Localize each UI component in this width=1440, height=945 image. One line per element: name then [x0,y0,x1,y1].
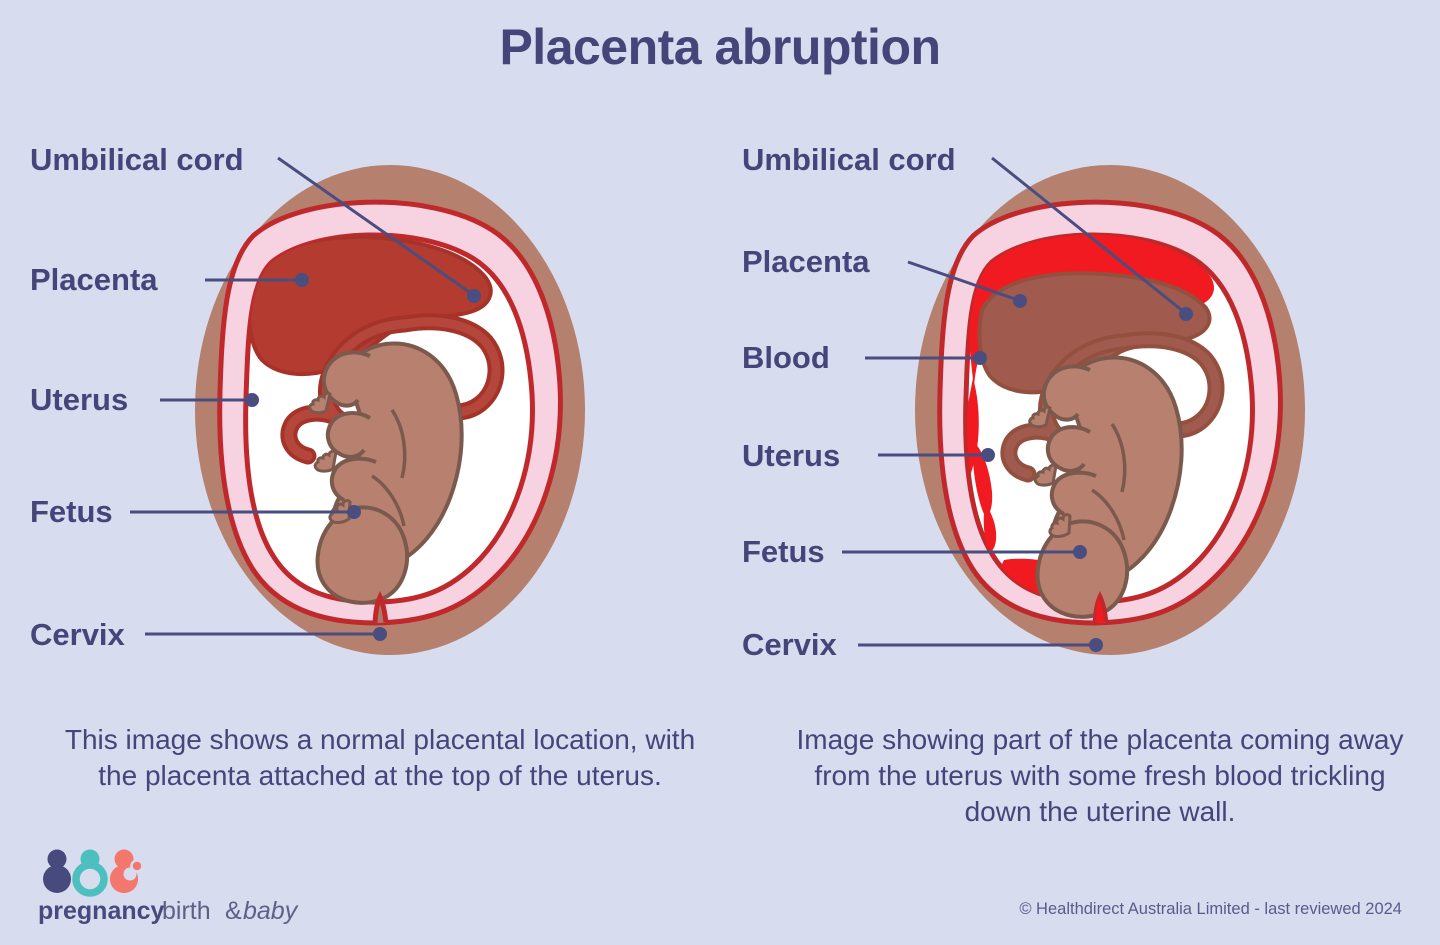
logo-figure-salmon-icon [110,849,144,893]
brand-logo[interactable]: pregnancy birth & baby [38,847,368,927]
label-uterus: Uterus [742,438,840,473]
label-fetus: Fetus [742,534,825,569]
logo-word-baby: baby [243,897,299,925]
leader-dot-placenta [1013,294,1027,308]
leader-dot-fetus [1073,545,1087,559]
logo-word-pregnancy: pregnancy [38,897,165,925]
label-blood: Blood [742,340,830,375]
leader-dot-umbilical-cord [467,289,481,303]
label-umbilical-cord: Umbilical cord [30,142,244,177]
leader-umbilical-cord [991,156,1185,314]
leader-placenta [907,260,1019,302]
cervix-shape [1092,591,1110,624]
blood-cervical [1096,598,1105,624]
leader-dot-fetus [347,505,361,519]
label-umbilical-cord: Umbilical cord [742,142,956,177]
fetus-shape [1028,355,1184,619]
label-cervix: Cervix [30,617,126,652]
label-fetus: Fetus [30,494,113,529]
logo-word-amp: & [225,897,242,925]
logo-figure-navy-icon [43,849,71,893]
leader-dot-cervix [1089,638,1103,652]
logo-word-birth: birth [162,897,211,925]
blood-retroplacental [968,234,1214,386]
leader-dot-uterus [245,393,259,407]
copyright-notice: © Healthdirect Australia Limited - last … [1019,900,1402,918]
leader-dot-blood [973,351,987,365]
placental-abruption-diagram: Umbilical cord Placenta Blood Uterus Fet… [720,110,1440,690]
label-placenta: Placenta [742,244,870,279]
label-group: Umbilical cord Placenta Uterus Fetus Cer… [30,142,481,652]
leader-dot-placenta [295,273,309,287]
cervix-shape [372,591,390,624]
label-cervix: Cervix [742,627,838,662]
leader-dot-uterus [981,448,995,462]
leader-umbilical-cord [277,156,473,296]
label-uterus: Uterus [30,382,128,417]
leader-dot-cervix [373,627,387,641]
label-placenta: Placenta [30,262,158,297]
caption-normal: This image shows a normal placental loca… [64,724,696,791]
page-title: Placenta abruption [499,19,941,75]
normal-placenta-diagram: Umbilical cord Placenta Uterus Fetus Cer… [0,110,720,690]
label-group: Umbilical cord Placenta Blood Uterus Fet… [742,142,1193,662]
fetus-shape [308,341,464,605]
caption-abruption: Image showing part of the placenta comin… [796,724,1404,827]
logo-figure-teal-icon [72,849,108,897]
leader-dot-umbilical-cord [1179,307,1193,321]
